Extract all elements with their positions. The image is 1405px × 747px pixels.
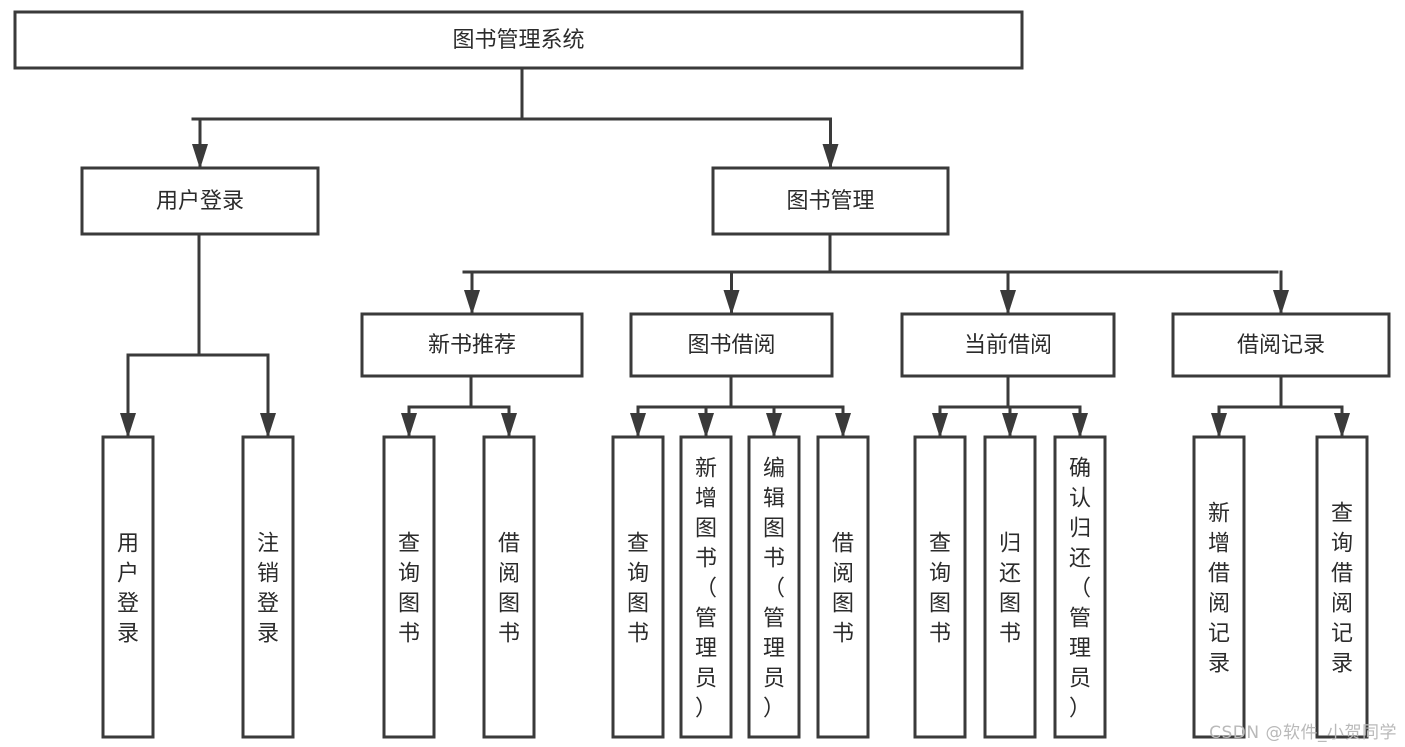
edge-root-to-user-login [192, 117, 208, 169]
node-user-login[interactable]: 用户登录 [80, 166, 320, 236]
node-box-leaf-query-book-2[interactable] [611, 435, 665, 739]
edge-book-manage-to-book-borrow [723, 270, 740, 315]
node-leaf-query-book-2[interactable]: 查询图书 [611, 435, 665, 739]
node-label-leaf-logout: 注销登录 [257, 531, 279, 646]
connector-bus-borrow-record [1217, 374, 1344, 409]
node-label-leaf-add-book: 新增图书（管理员） [695, 456, 717, 721]
node-leaf-edit-book[interactable]: 编辑图书（管理员） [747, 435, 801, 739]
node-label-leaf-add-record: 新增借阅记录 [1208, 501, 1230, 676]
node-leaf-add-book[interactable]: 新增图书（管理员） [679, 435, 733, 739]
edge-current-borrow-to-leaf-query-book-3 [932, 405, 948, 438]
edge-current-borrow-to-leaf-return-book [1002, 405, 1018, 438]
edge-book-borrow-to-leaf-edit-book [766, 405, 782, 438]
edge-user-login-to-leaf-user-login [120, 353, 136, 438]
node-book-borrow[interactable]: 图书借阅 [629, 312, 834, 378]
node-label-root: 图书管理系统 [452, 28, 584, 53]
edge-root-to-book-manage [822, 117, 839, 169]
connector-bus-book-manage [462, 232, 1279, 274]
node-box-leaf-add-book[interactable] [679, 435, 733, 739]
edge-book-borrow-to-leaf-add-book [698, 405, 714, 438]
edge-book-manage-to-borrow-record [1273, 270, 1289, 315]
node-label-book-borrow: 图书借阅 [687, 333, 775, 358]
node-box-book-manage[interactable] [711, 166, 950, 236]
node-box-leaf-return-book[interactable] [983, 435, 1037, 739]
node-label-leaf-borrow-book-2: 借阅图书 [832, 531, 854, 646]
edge-new-book-rec-to-leaf-query-book-1 [401, 405, 417, 438]
node-leaf-add-record[interactable]: 新增借阅记录 [1192, 435, 1246, 739]
edge-borrow-record-to-leaf-query-record [1334, 405, 1350, 438]
node-leaf-query-record[interactable]: 查询借阅记录 [1315, 435, 1369, 739]
edge-book-borrow-to-leaf-query-book-2 [630, 405, 646, 438]
node-box-leaf-logout[interactable] [241, 435, 295, 739]
node-leaf-confirm-return[interactable]: 确认归还（管理员） [1053, 435, 1107, 739]
node-box-borrow-record[interactable] [1171, 312, 1391, 378]
edge-current-borrow-to-leaf-confirm-return [1072, 405, 1088, 438]
csdn-watermark: CSDN @软件_小贺同学 [1209, 723, 1397, 743]
node-leaf-return-book[interactable]: 归还图书 [983, 435, 1037, 739]
node-label-leaf-borrow-book-1: 借阅图书 [498, 531, 520, 646]
edge-user-login-to-leaf-logout [260, 353, 276, 438]
connector-bus-current-borrow [938, 374, 1082, 409]
node-label-leaf-query-record: 查询借阅记录 [1331, 501, 1353, 676]
edge-new-book-rec-to-leaf-borrow-book-1 [501, 405, 517, 438]
node-root[interactable]: 图书管理系统 [13, 10, 1024, 70]
connectors-layer [120, 66, 1350, 438]
node-box-leaf-add-record[interactable] [1192, 435, 1246, 739]
node-leaf-borrow-book-1[interactable]: 借阅图书 [482, 435, 536, 739]
node-new-book-rec[interactable]: 新书推荐 [360, 312, 584, 378]
node-box-leaf-query-book-3[interactable] [913, 435, 967, 739]
node-leaf-borrow-book-2[interactable]: 借阅图书 [816, 435, 870, 739]
edge-book-borrow-to-leaf-borrow-book-2 [835, 405, 851, 438]
node-label-leaf-query-book-2: 查询图书 [627, 531, 649, 646]
node-box-leaf-edit-book[interactable] [747, 435, 801, 739]
node-box-new-book-rec[interactable] [360, 312, 584, 378]
node-current-borrow[interactable]: 当前借阅 [900, 312, 1116, 378]
node-label-current-borrow: 当前借阅 [964, 333, 1052, 358]
node-label-leaf-return-book: 归还图书 [999, 531, 1021, 646]
node-box-leaf-borrow-book-2[interactable] [816, 435, 870, 739]
node-box-leaf-confirm-return[interactable] [1053, 435, 1107, 739]
edge-borrow-record-to-leaf-add-record [1211, 405, 1227, 438]
node-box-leaf-user-login[interactable] [101, 435, 155, 739]
node-label-user-login: 用户登录 [156, 189, 244, 214]
node-box-leaf-query-record[interactable] [1315, 435, 1369, 739]
node-leaf-query-book-1[interactable]: 查询图书 [382, 435, 436, 739]
node-leaf-query-book-3[interactable]: 查询图书 [913, 435, 967, 739]
connector-bus-user-login [126, 232, 270, 357]
node-label-leaf-query-book-1: 查询图书 [398, 531, 420, 646]
node-box-book-borrow[interactable] [629, 312, 834, 378]
node-borrow-record[interactable]: 借阅记录 [1171, 312, 1391, 378]
node-leaf-logout[interactable]: 注销登录 [241, 435, 295, 739]
edge-book-manage-to-current-borrow [1000, 270, 1016, 315]
node-box-root[interactable] [13, 10, 1024, 70]
node-label-leaf-confirm-return: 确认归还（管理员） [1069, 456, 1091, 721]
connector-bus-new-book-rec [407, 374, 511, 409]
node-box-current-borrow[interactable] [900, 312, 1116, 378]
edge-book-manage-to-new-book-rec [464, 270, 480, 315]
node-box-user-login[interactable] [80, 166, 320, 236]
node-box-leaf-query-book-1[interactable] [382, 435, 436, 739]
node-label-borrow-record: 借阅记录 [1237, 333, 1325, 358]
node-label-leaf-user-login: 用户登录 [117, 531, 139, 646]
node-book-manage[interactable]: 图书管理 [711, 166, 950, 236]
connector-bus-book-borrow [636, 374, 845, 409]
node-label-leaf-edit-book: 编辑图书（管理员） [763, 456, 785, 721]
connector-bus-root [191, 66, 832, 121]
nodes-layer: 图书管理系统用户登录图书管理新书推荐图书借阅当前借阅借阅记录用户登录注销登录查询… [13, 10, 1391, 739]
node-box-leaf-borrow-book-1[interactable] [482, 435, 536, 739]
node-label-leaf-query-book-3: 查询图书 [929, 531, 951, 646]
node-label-book-manage: 图书管理 [786, 189, 874, 214]
node-label-new-book-rec: 新书推荐 [428, 333, 516, 358]
node-leaf-user-login[interactable]: 用户登录 [101, 435, 155, 739]
